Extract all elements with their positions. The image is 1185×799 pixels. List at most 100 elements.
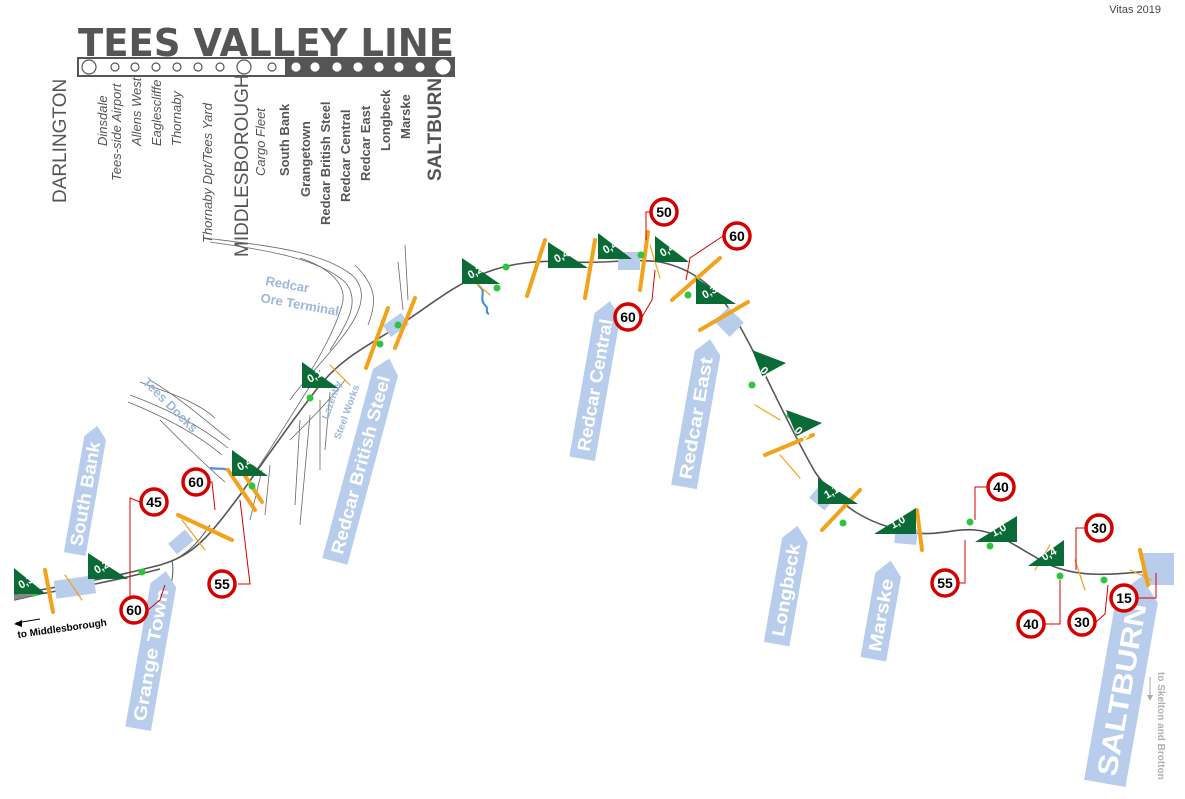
station-label-marske: Marske: [398, 94, 413, 139]
platform-marske: Marske: [860, 560, 902, 662]
station-dot-dinsdale: [110, 62, 120, 72]
speed-sign-value: 60: [620, 309, 636, 325]
station-label-thornaby: Thornaby: [169, 90, 184, 146]
station-dot-south-bank: [291, 62, 301, 72]
speed-sign-9: 55: [930, 540, 966, 598]
platform-redcar-east: Redcar East: [671, 339, 721, 490]
station-dots: [81, 59, 451, 75]
station-label-allens-west: Allens West: [129, 76, 144, 147]
gradient-marker-6: 0,4: [548, 242, 588, 268]
speed-sign-2: 45: [129, 487, 169, 600]
speed-sign-value: 45: [146, 494, 162, 510]
station-label-south-bank: South Bank: [277, 103, 292, 176]
gradient-marker-5: 0,2: [462, 258, 500, 284]
speed-sign-11: 40: [1016, 580, 1061, 639]
area-label-tees-docks: Tees Docks: [140, 375, 201, 436]
station-dot-redcar-east: [374, 62, 384, 72]
station-dot-saltburn: [435, 59, 451, 75]
station-dot-marske: [415, 62, 425, 72]
speed-sign-7: 60: [613, 269, 656, 332]
speed-sign-value: 50: [656, 204, 672, 220]
station-label-grangetown: Grangetown: [298, 121, 313, 197]
station-label-eaglescliffe: Eaglescliffe: [149, 80, 164, 146]
water-streams: [209, 284, 490, 475]
speed-sign-value: 60: [729, 228, 745, 244]
author-credit: Vitas 2019: [1109, 4, 1161, 16]
gradient-marker-4: 0,1: [302, 362, 338, 388]
station-label-longbeck: Longbeck: [378, 89, 393, 151]
station-label-redcar-central: Redcar Central: [338, 110, 353, 202]
gradient-marker-7: 0,4: [598, 233, 632, 259]
speed-sign-8: 40: [974, 472, 1016, 520]
direction-east: to Skelton and Brotton: [1147, 672, 1166, 780]
speed-limit-signs: 60 45 60 55 50 60 60 40 55 30 40 30 15: [119, 197, 1157, 639]
station-dot-cargo-fleet: [267, 62, 277, 72]
gradient-marker-15: 0,4: [1028, 540, 1064, 566]
station-label-saltburn: SALTBURN: [425, 78, 446, 181]
station-dot-tees-side-airport: [130, 62, 140, 72]
station-label-dinsdale: Dinsdale: [95, 95, 110, 146]
gradient-marker-9: 0,3: [696, 278, 736, 304]
gradient-marker-12: 1,1: [818, 478, 858, 504]
platform-longbeck: Longbeck: [763, 525, 808, 647]
gradient-marker-10: 0,4: [752, 350, 786, 385]
station-dot-darlington: [81, 59, 97, 75]
speed-sign-value: 40: [993, 479, 1009, 495]
station-label-cargo-fleet: Cargo Fleet: [253, 107, 268, 176]
label-to-skelton-and-brotton: to Skelton and Brotton: [1155, 672, 1166, 780]
station-dot-redcar-central: [353, 62, 363, 72]
platform-blocks: [53, 252, 1174, 599]
platform-south-bank: South Bank: [63, 425, 107, 556]
gradient-marker-8: 0,4: [655, 236, 689, 262]
speed-sign-13: 15: [1109, 573, 1157, 613]
platform-name-south-bank: South Bank: [66, 439, 104, 548]
station-dot-thornaby: [193, 62, 203, 72]
speed-sign-6: 60: [685, 221, 752, 281]
signals: [30, 251, 1108, 597]
platform-name-redcar-central: Redcar Central: [574, 318, 617, 453]
speed-sign-value: 55: [214, 576, 230, 592]
direction-west: to Middlesborough: [14, 618, 108, 641]
speed-sign-value: 60: [126, 602, 142, 618]
gradient-marker-13: 1,0: [874, 508, 916, 534]
station-dot-thornaby-dpt-tees-yard: [215, 62, 225, 72]
area-label-ore-terminal: Ore Terminal: [259, 290, 340, 319]
platform-grange-town: Grange Town: [125, 571, 177, 732]
gradient-marker-14: 1,0: [975, 516, 1017, 542]
station-dot-allens-west: [151, 62, 161, 72]
station-dot-eaglescliffe: [172, 62, 182, 72]
gradient-marker-2: 0,2: [88, 553, 128, 579]
station-dot-longbeck: [394, 62, 404, 72]
speed-sign-10: 30: [1075, 513, 1114, 570]
gradient-marker-3: 0,4: [232, 450, 268, 476]
station-label-redcar-british-steel: Redcar British Steel: [318, 101, 333, 225]
station-label-tees-side-airport: Tees-side Airport: [109, 82, 124, 181]
speed-sign-value: 40: [1023, 616, 1039, 632]
station-label-redcar-east: Redcar East: [358, 105, 373, 181]
station-dot-grangetown: [310, 62, 320, 72]
platform-name-redcar-east: Redcar East: [676, 355, 717, 480]
speed-sign-value: 55: [937, 575, 953, 591]
speed-sign-4: 55: [207, 499, 251, 599]
speed-sign-12: 30: [1067, 584, 1109, 637]
station-dot-middlesborough: [236, 59, 252, 75]
station-label-thornaby-dpt-tees-yard: Thornaby Dpt/Tees Yard: [200, 102, 215, 243]
platform-saltburn: SALTBURN: [1084, 576, 1158, 788]
station-label-darlington: DARLINGTON: [50, 79, 71, 203]
gradient-marker-1: 0,3: [14, 568, 46, 594]
speed-sign-5: 50: [645, 197, 679, 240]
speed-sign-value: 15: [1116, 590, 1132, 606]
speed-sign-1: 60: [119, 584, 166, 625]
station-strip-dark-section: [285, 58, 454, 76]
speed-sign-value: 30: [1091, 520, 1107, 536]
speed-sign-value: 30: [1074, 614, 1090, 630]
station-dot-redcar-british-steel: [332, 62, 342, 72]
speed-sign-3: 60: [181, 467, 216, 511]
speed-sign-value: 60: [188, 474, 204, 490]
station-label-middlesborough: MIDDLESBOROUGH: [232, 74, 253, 257]
area-labels: Redcar Ore Terminal Tees Docks Lazenby S…: [140, 273, 363, 441]
